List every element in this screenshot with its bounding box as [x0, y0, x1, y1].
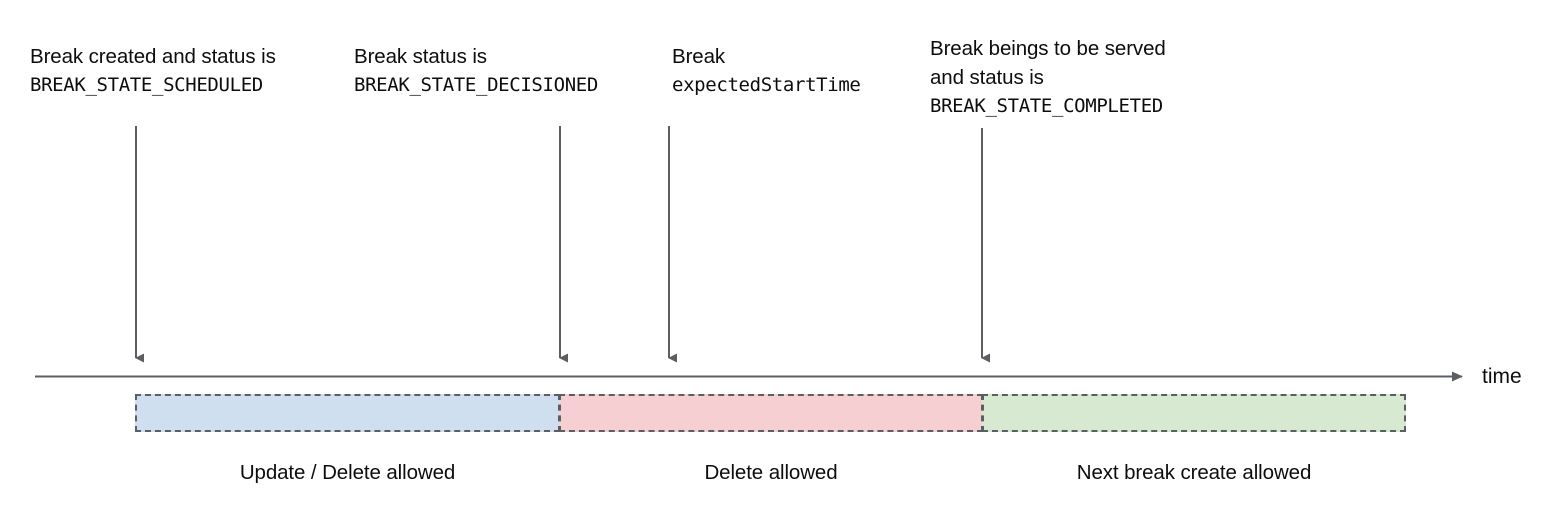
annotation-scheduled: Break created and status is BREAK_STATE_…	[30, 42, 276, 100]
annotation-scheduled-code: BREAK_STATE_SCHEDULED	[30, 74, 263, 96]
timeline-band-scheduled	[135, 394, 560, 432]
timeline-band-decisioned	[559, 394, 983, 432]
annotation-completed-code: BREAK_STATE_COMPLETED	[930, 95, 1163, 117]
band-caption-completed: Next break create allowed	[1076, 461, 1312, 484]
annotation-decisioned-code: BREAK_STATE_DECISIONED	[354, 74, 598, 96]
annotation-expected-start-prose: Break	[672, 45, 726, 68]
annotation-decisioned-prose: Break status is	[354, 45, 487, 68]
band-caption-decisioned: Delete allowed	[704, 461, 838, 484]
annotation-completed-prose-line1: Break beings to be served	[930, 37, 1166, 60]
annotation-expected-start: Break expectedStartTime	[672, 42, 861, 100]
annotation-completed-prose-line2: and status is	[930, 66, 1044, 89]
band-caption-scheduled: Update / Delete allowed	[239, 461, 456, 484]
time-axis-label: time	[1482, 365, 1522, 388]
annotation-scheduled-prose: Break created and status is	[30, 45, 276, 68]
timeline-band-completed	[982, 394, 1406, 432]
annotation-expected-start-code: expectedStartTime	[672, 74, 861, 96]
annotation-decisioned: Break status is BREAK_STATE_DECISIONED	[354, 42, 598, 100]
annotation-completed: Break beings to be served and status is …	[930, 34, 1166, 121]
